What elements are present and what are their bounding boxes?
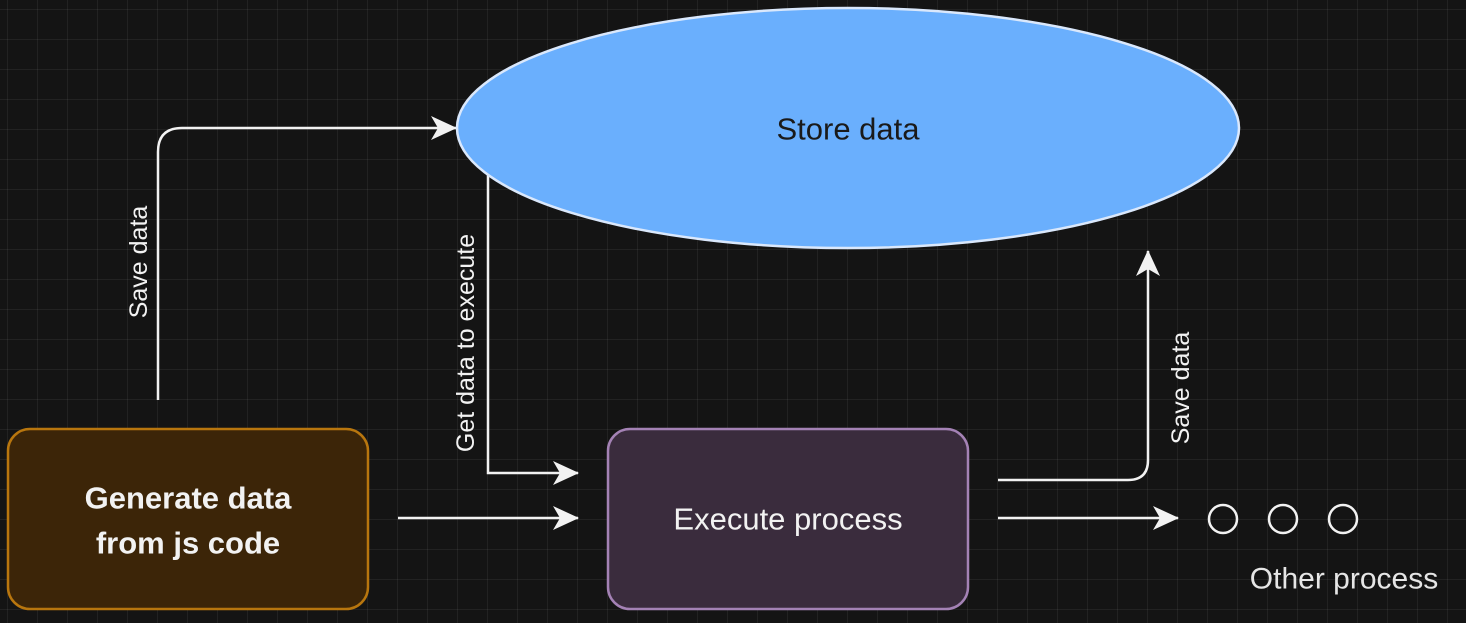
other-process-circle-2 (1267, 503, 1299, 535)
node-store-data[interactable]: Store data (455, 6, 1241, 250)
edge-label-get-data: Get data to execute (452, 234, 480, 452)
node-other-process[interactable]: Other process (1207, 503, 1438, 596)
node-generate-data[interactable]: Generate data from js code (6, 427, 370, 611)
generate-data-label-line1: Generate data (85, 481, 293, 516)
execute-process-label: Execute process (673, 502, 902, 537)
store-data-label: Store data (776, 112, 920, 147)
generate-data-box (6, 427, 370, 611)
store-data-ellipse (455, 6, 1241, 250)
other-process-circle-3 (1327, 503, 1359, 535)
other-process-label: Other process (1250, 563, 1438, 596)
edge-label-save-data-left: Save data (125, 206, 153, 319)
edge-save-data-left[interactable] (156, 116, 457, 400)
edge-label-save-data-right: Save data (1167, 332, 1195, 445)
edge-get-data[interactable] (486, 175, 579, 485)
edge-save-data-right[interactable] (998, 250, 1160, 482)
other-process-circle-1 (1207, 503, 1239, 535)
execute-process-box (606, 427, 970, 611)
generate-data-label-line2: from js code (96, 526, 280, 561)
node-execute-process[interactable]: Execute process (606, 427, 970, 611)
